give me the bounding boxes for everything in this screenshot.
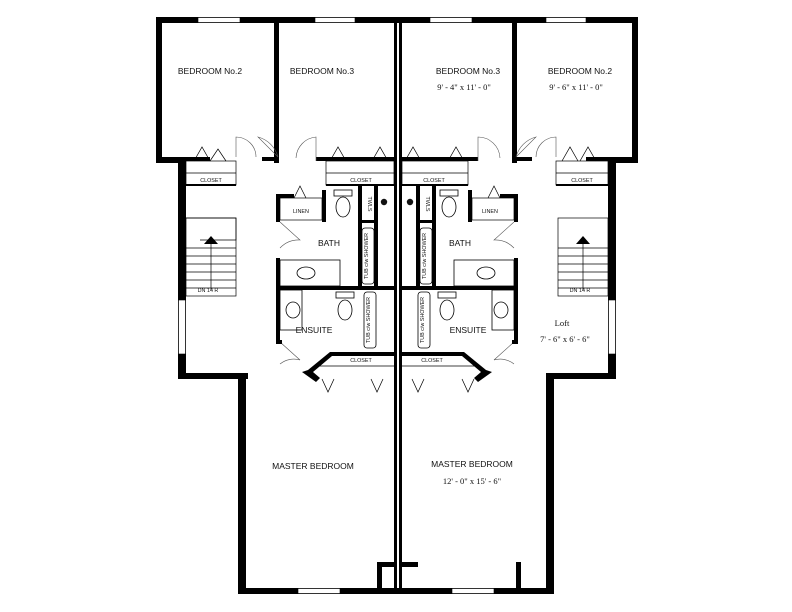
label-right-tub-1: TUB c/w SHOWER: [422, 233, 428, 279]
label-left-tub-1: TUB c/w SHOWER: [364, 233, 370, 279]
label-left-closet-bed3: CLOSET: [350, 178, 372, 184]
label-right-linen: LINEN: [482, 209, 498, 215]
bifold-doors: [193, 146, 597, 393]
dim-right-bedroom-2: 9' - 6" x 11' - 0": [549, 82, 603, 92]
label-right-closet-bed2: CLOSET: [571, 178, 593, 184]
label-loft: Loft: [555, 318, 570, 328]
label-left-bath: BATH: [318, 238, 340, 248]
toilets: [333, 189, 459, 321]
label-left-ensuite: ENSUITE: [296, 325, 333, 335]
swing-doors: [235, 136, 557, 365]
label-left-closet-bed2: CLOSET: [200, 178, 222, 184]
stairs-right: [557, 217, 609, 297]
bathtubs: [361, 227, 433, 349]
label-left-bedroom-3: BEDROOM No.3: [290, 66, 355, 76]
room-labels: BEDROOM No.2 BEDROOM No.3 BEDROOM No.3 9…: [178, 66, 613, 486]
dim-right-master-bedroom: 12' - 0" x 15' - 6": [443, 476, 501, 486]
vent-fixtures: [380, 198, 414, 206]
label-right-master-closet: CLOSET: [421, 358, 443, 364]
bath-core-walls: [276, 186, 518, 382]
label-left-bedroom-2: BEDROOM No.2: [178, 66, 243, 76]
bedroom-closets: [185, 160, 609, 186]
label-left-master-bedroom: MASTER BEDROOM: [272, 461, 354, 471]
dim-loft: 7' - 6" x 6' - 6": [540, 334, 590, 344]
label-right-tub-2: TUB c/w SHOWER: [420, 297, 426, 343]
label-left-twls: TWLS: [366, 197, 372, 212]
windows: [178, 17, 616, 594]
label-left-linen: LINEN: [293, 209, 309, 215]
label-right-twls: TWLS: [424, 197, 430, 212]
label-right-ensuite: ENSUITE: [450, 325, 487, 335]
vanities: [279, 259, 515, 331]
linen-closets: [279, 185, 515, 221]
label-left-stair: DN 14 R: [198, 288, 219, 294]
stairs-left: [185, 217, 237, 297]
label-right-stair: DN 14 R: [570, 288, 591, 294]
label-right-closet-bed3: CLOSET: [423, 178, 445, 184]
label-right-master-bedroom: MASTER BEDROOM: [431, 459, 513, 469]
label-right-bedroom-2: BEDROOM No.2: [548, 66, 613, 76]
label-right-bedroom-3: BEDROOM No.3: [436, 66, 501, 76]
label-left-master-closet: CLOSET: [350, 358, 372, 364]
label-left-tub-2: TUB c/w SHOWER: [366, 297, 372, 343]
exterior-walls: [156, 17, 638, 594]
dim-right-bedroom-3: 9' - 4" x 11' - 0": [437, 82, 491, 92]
label-right-bath: BATH: [449, 238, 471, 248]
